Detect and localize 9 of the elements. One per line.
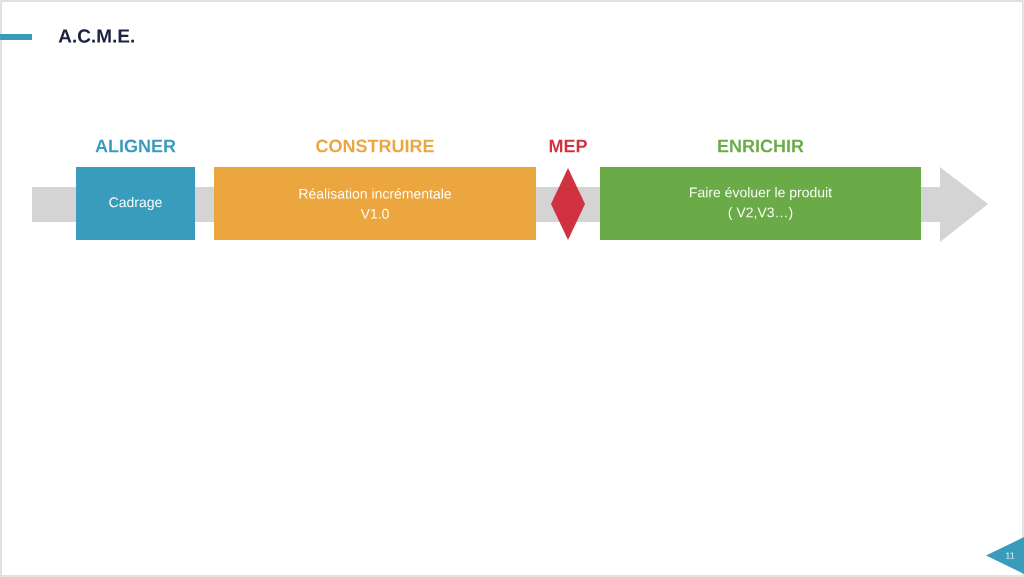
phase-heading: CONSTRUIRE: [316, 139, 434, 153]
phase-box: Cadrage: [76, 167, 195, 240]
slide-title: A.C.M.E.: [58, 29, 134, 43]
phase-heading: MEP: [549, 139, 587, 153]
phase-box: Faire évoluer le produit ( V2,V3…): [600, 167, 921, 240]
page-number: 11: [986, 537, 1024, 574]
phase-heading: ENRICHIR: [718, 139, 804, 153]
phase-heading: ALIGNER: [95, 139, 176, 153]
phase-box: Réalisation incrémentale V1.0: [214, 167, 536, 240]
